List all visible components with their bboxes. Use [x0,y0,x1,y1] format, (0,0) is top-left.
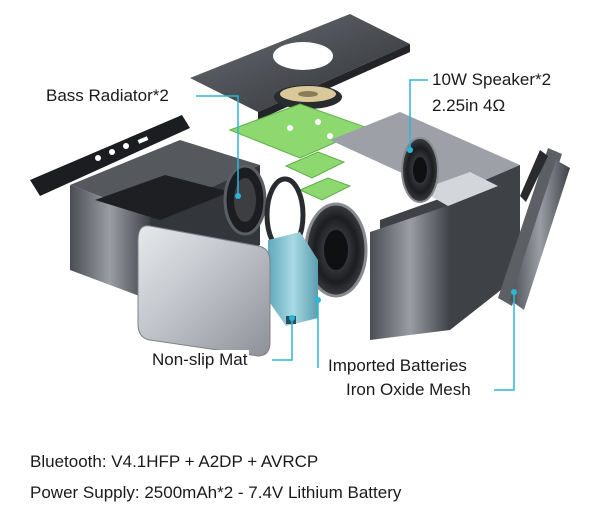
callout-speaker-count: 10W Speaker*2 [430,70,554,90]
top-bass-radiator-disc [274,85,342,109]
callout-leader-lines [196,79,517,391]
control-panel-strip [30,115,190,196]
callout-imported-batteries: Imported Batteries [326,356,469,376]
leader-non-slip-mat [272,318,293,361]
leader-bass-radiator [196,95,239,196]
side-plate-front [137,225,271,357]
callout-bass-radiator: Bass Radiator*2 [44,86,171,106]
leader-speaker [409,79,428,150]
callout-iron-oxide-mesh: Iron Oxide Mesh [344,380,473,400]
callout-non-slip-mat: Non-slip Mat [150,350,250,370]
leader-iron-oxide-mesh [494,292,515,391]
spec-power-supply: Power Supply: 2500mAh*2 - 7.4V Lithium B… [30,483,402,502]
left-bass-radiator-ring [223,164,267,236]
iron-oxide-mesh-panel [498,148,570,310]
speaker-drivers [304,137,439,298]
callout-speaker-size: 2.25in 4Ω [430,96,508,116]
right-housing-frame [330,112,520,340]
spec-bluetooth: Bluetooth: V4.1HFP + A2DP + AVRCP [30,452,319,471]
